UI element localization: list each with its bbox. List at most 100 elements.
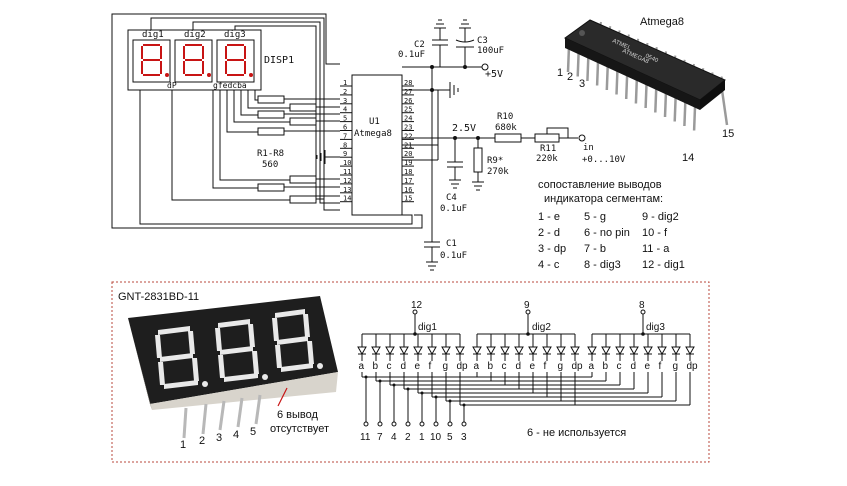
bottom-pin-number: 11: [360, 432, 371, 443]
r10-value: 680k: [495, 123, 517, 133]
mcu-left-pin: 8: [343, 141, 347, 149]
digit-label-3: dig3: [224, 30, 246, 40]
led-diode: [643, 346, 653, 356]
segment-label: a: [474, 361, 480, 372]
chip-pin-leg: [605, 63, 610, 91]
bottom-pin-number: 1: [419, 432, 425, 443]
c3-ref: C3: [477, 36, 488, 46]
digit-2-segments: [183, 44, 211, 77]
bottom-pin-number: 7: [377, 432, 383, 443]
c4-value: 0.1uF: [440, 204, 467, 214]
mapping-entry: 5 - g: [584, 211, 606, 223]
bottom-wire: [111, 214, 423, 229]
mapping-entry: 4 - c: [538, 259, 560, 271]
display-model: GNT-2831BD-11: [118, 291, 199, 303]
missing-pin-note-2: отсутствует: [270, 423, 329, 435]
chip-pin-leg: [663, 90, 668, 118]
digit-3-segments: [225, 44, 253, 77]
segment-label: c: [502, 361, 507, 372]
digit-wires: [111, 13, 340, 222]
chip-pin-leg: [615, 68, 619, 95]
dp-label: dP: [167, 81, 177, 90]
common-pin-number: 12: [411, 300, 423, 311]
segment-label: dp: [457, 361, 469, 372]
segment-label: d: [401, 361, 407, 372]
mcu-left-pin: 10: [343, 159, 351, 167]
mapping-entry: 7 - b: [584, 243, 606, 255]
chip-pin-leg: [673, 95, 677, 122]
bottom-pin-number: 2: [405, 432, 411, 443]
led-diode: [556, 346, 566, 356]
chip-pin-leg: [624, 72, 629, 100]
ref-voltage-label: 2.5V: [452, 123, 476, 134]
led-diode: [385, 346, 395, 356]
led-module-photo: 1 2 3 4 5 6 вывод отсутствует: [128, 296, 338, 451]
led-diode: [657, 346, 667, 356]
segment-label: a: [359, 361, 365, 372]
c2-ref: C2: [414, 40, 425, 50]
photo-pin-number: 4: [233, 429, 239, 441]
mcu-left-pin: 2: [343, 88, 347, 96]
junction: [462, 403, 466, 407]
mcu-left-pin: 6: [343, 124, 347, 132]
mcu-right-pin: 18: [404, 168, 412, 176]
digit-box-3: [216, 39, 255, 83]
led-diode: [528, 346, 538, 356]
pin-terminal: [391, 421, 397, 427]
photo-pin-number: 2: [199, 435, 205, 447]
mcu-right-pin: 26: [404, 97, 412, 105]
photo-pin-number: 5: [250, 426, 256, 438]
chip-marking-3: 0540: [644, 53, 659, 64]
chip-pin-2: 2: [567, 71, 573, 83]
pin-terminal: [405, 421, 411, 427]
segment-label: c: [387, 361, 392, 372]
mcu-right-pin: 17: [404, 177, 412, 185]
segment-label: b: [488, 361, 494, 372]
segment-label: f: [659, 361, 662, 372]
mcu-right-pin: 15: [404, 195, 412, 203]
chip-pin-3: 3: [579, 78, 585, 90]
c3-value: 100uF: [477, 46, 504, 56]
digit-1-segments: [141, 44, 169, 77]
common-terminal: [412, 309, 418, 315]
digit-box-1: [132, 39, 171, 83]
mapping-entry: 8 - dig3: [584, 259, 621, 271]
segment-label: f: [429, 361, 432, 372]
mcu-right-pin: 27: [404, 88, 412, 96]
mapping-entry: 12 - dig1: [642, 259, 685, 271]
bottom-pin-number: 5: [447, 432, 453, 443]
common-digit-label: dig3: [646, 322, 665, 333]
c2-value: 0.1uF: [398, 50, 425, 60]
mcu-left-pin: 11: [343, 168, 351, 176]
led-diode: [357, 346, 367, 356]
led-diode: [601, 346, 611, 356]
r9-value: 270k: [487, 167, 509, 177]
photo-pins: [182, 394, 262, 439]
mapping-entry: 10 - f: [642, 227, 668, 239]
led-diode: [455, 346, 465, 356]
pin-terminal: [461, 421, 467, 427]
c1-value: 0.1uF: [440, 251, 467, 261]
junction: [413, 332, 417, 336]
bottom-pin-number: 10: [430, 432, 442, 443]
segment-label: b: [603, 361, 609, 372]
mapping-entry: 6 - no pin: [584, 227, 630, 239]
segment-label: g: [673, 361, 679, 372]
mcu-left-pin: 13: [343, 186, 351, 194]
segment-label: dp: [687, 361, 699, 372]
c4-ref: C4: [446, 193, 457, 203]
resistor-array: R1-R8 560: [171, 90, 340, 204]
mcu-left-pin: 4: [343, 106, 347, 114]
chip-pin-leg: [634, 77, 639, 104]
chip-pin-leg: [692, 104, 697, 131]
mapping-title-1: сопоставление выводов: [538, 179, 662, 191]
segment-label: f: [544, 361, 547, 372]
led-diode: [500, 346, 510, 356]
r11-ref: R11: [540, 144, 556, 154]
bottom-wire-2: [139, 90, 413, 225]
mcu-left-pin: 3: [343, 97, 347, 105]
junction: [641, 332, 645, 336]
